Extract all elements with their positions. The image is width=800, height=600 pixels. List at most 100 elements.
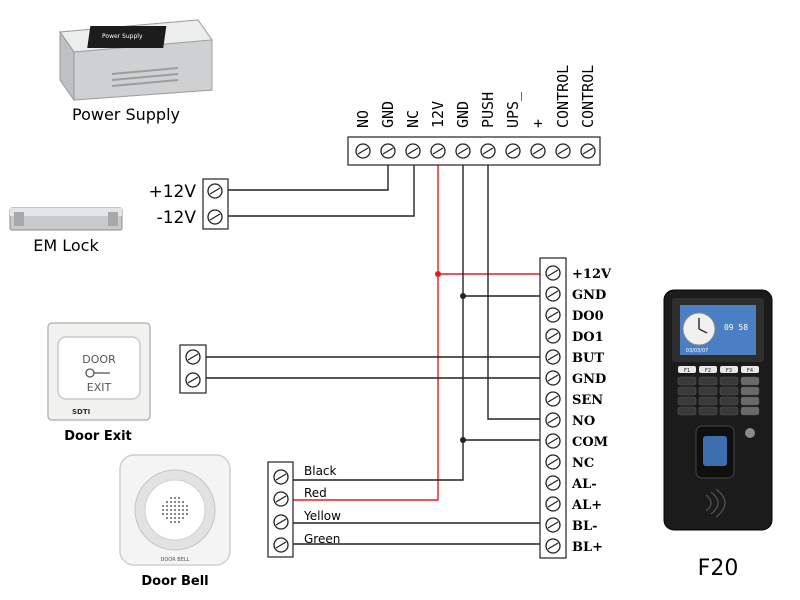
reader-terminal-label: BL-	[572, 519, 598, 534]
speaker-hole	[177, 512, 181, 516]
wire-gnd	[289, 163, 464, 481]
em-lock-label-plus: +12V	[148, 182, 196, 202]
reader-label: F20	[698, 556, 739, 581]
door-exit-label: Door Exit	[64, 429, 132, 444]
wires	[205, 163, 548, 545]
reader-terminal-label: AL+	[571, 498, 602, 513]
psu-terminal-screw	[480, 143, 496, 159]
psu-terminal-label: NC	[404, 110, 422, 128]
door-exit-terminal-block	[179, 344, 207, 394]
em-lock-image	[9, 207, 123, 231]
function-key	[699, 366, 717, 373]
keypad-key	[677, 396, 697, 406]
reader-terminal-screw	[545, 391, 561, 407]
speaker-hole	[181, 512, 185, 516]
exit-button-line2: EXIT	[87, 381, 112, 394]
bell-wire-label: Red	[304, 486, 327, 500]
psu-terminal-screw	[355, 143, 371, 159]
speaker-hole	[181, 516, 185, 520]
speaker-hole	[173, 512, 177, 516]
bell-brand: DOOR BELL	[161, 557, 190, 563]
speaker-hole	[165, 504, 169, 508]
reader-terminal-label: COM	[572, 435, 608, 450]
bell-terminal-screw	[273, 514, 289, 530]
psu-terminal-screw	[555, 143, 571, 159]
keypad-key	[677, 406, 697, 416]
door-bell-label: Door Bell	[141, 574, 208, 589]
exit-brand: SDTI	[72, 408, 90, 416]
reader-terminal-screw	[545, 412, 561, 428]
psu-terminal-screw	[580, 143, 596, 159]
keypad-key	[698, 386, 718, 396]
speaker-hole	[181, 500, 185, 504]
reader-terminal-label: DO1	[572, 330, 604, 345]
reader-terminal-label: DO0	[572, 309, 604, 324]
psu-terminal-label: CONTROL	[554, 65, 572, 128]
keypad-key	[719, 376, 739, 386]
reader-terminal-label: +12V	[572, 267, 612, 282]
psu-plate-text: Power Supply	[102, 33, 143, 40]
door-exit-button-image: DOOR EXIT SDTI	[47, 322, 151, 421]
door-exit-terminal-screw	[185, 372, 201, 388]
reader-terminal-label: NC	[572, 456, 594, 471]
keypad-key	[740, 376, 760, 386]
speaker-hole	[169, 496, 173, 500]
speaker-hole	[169, 516, 173, 520]
reader-screen-time: 09 58	[724, 323, 748, 332]
keypad-key	[719, 386, 739, 396]
reader-terminal-screw	[545, 475, 561, 491]
speaker-hole	[177, 508, 181, 512]
psu-terminal-screw	[530, 143, 546, 159]
reader-terminal-screw	[545, 496, 561, 512]
power-supply-image: Power Supply	[59, 19, 213, 102]
speaker-hole	[181, 508, 185, 512]
speaker-hole	[173, 496, 177, 500]
speaker-hole	[161, 508, 165, 512]
function-key	[741, 366, 759, 373]
reader-terminal-label: BL+	[572, 540, 603, 555]
reader-terminal-screw	[545, 349, 561, 365]
bell-terminal-screw	[273, 537, 289, 553]
keypad-key	[698, 396, 718, 406]
psu-terminal-screw	[505, 143, 521, 159]
speaker-hole	[169, 512, 173, 516]
exit-button-line1: DOOR	[82, 353, 116, 366]
junction-dot	[460, 293, 466, 299]
reader-terminal-label: GND	[572, 372, 606, 387]
junction-dot	[435, 271, 441, 277]
reader-terminal-screw	[545, 265, 561, 281]
em-lock-label: EM Lock	[33, 236, 99, 255]
reader-terminal-label: NO	[572, 414, 595, 429]
reader-terminal-screw	[545, 286, 561, 302]
psu-terminal-label: 12V	[429, 101, 447, 128]
door-exit-terminal-screw	[185, 349, 201, 365]
keypad-key	[698, 376, 718, 386]
function-key-label: F3	[726, 368, 732, 374]
bell-wire-label: Black	[304, 464, 337, 478]
keypad-key	[740, 396, 760, 406]
power-supply-label: Power Supply	[72, 105, 180, 124]
psu-terminal-screw	[405, 143, 421, 159]
reader-terminal-label: SEN	[572, 393, 603, 408]
speaker-hole	[169, 500, 173, 504]
keypad-key	[719, 406, 739, 416]
reader-terminal-screw	[545, 538, 561, 554]
speaker-hole	[173, 516, 177, 520]
wire-12v-red	[289, 163, 439, 501]
speaker-hole	[177, 520, 181, 524]
keypad-key	[677, 386, 697, 396]
function-key-label: F2	[705, 368, 711, 374]
reader-terminal-label: GND	[572, 288, 606, 303]
door-bell-image: DOOR BELL	[119, 454, 231, 566]
keypad-key	[719, 396, 739, 406]
keypad-key	[740, 406, 760, 416]
psu-terminal-label: CONTROL	[579, 65, 597, 128]
rfid-icon	[705, 488, 726, 518]
psu-terminal-label: GND	[454, 101, 472, 128]
speaker-hole	[177, 504, 181, 508]
psu-terminal-screw	[455, 143, 471, 159]
speaker-hole	[181, 504, 185, 508]
